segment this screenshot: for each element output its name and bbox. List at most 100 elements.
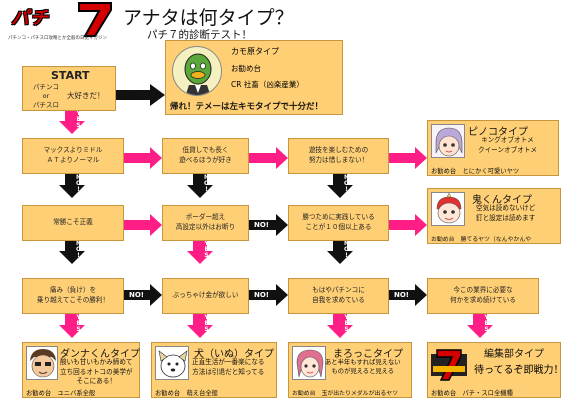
henshubu-logo (431, 348, 467, 382)
result-marokko: まろっこタイプ あと半年もすれば見えない ものが見えると見える お勧め台 玉が出… (288, 342, 412, 398)
label-bucchake-yes: YES! (203, 314, 210, 338)
seven-logo-icon (431, 349, 467, 381)
label-teikakuritsu-no: NO! (203, 174, 210, 192)
arrow-joshiki-yes (124, 214, 162, 236)
desc-line: あと半年もすれば見えない (325, 359, 401, 366)
pinoko-desc: キングオブオトメ クイーンオブオトメ (478, 136, 537, 155)
desc-line: 空気は読めないけど (476, 204, 536, 212)
kamohara-avatar (172, 46, 222, 96)
desc-line: 正直生活が一番楽になる (192, 358, 265, 366)
q-kachi: 勝つために実践していることが１０個以上ある (288, 205, 389, 241)
page-title: アナタは何タイプ？ (123, 7, 294, 29)
oni-avatar (431, 192, 465, 226)
label-joshiki-no: NO! (75, 240, 82, 258)
logo-text: パチ (11, 8, 49, 29)
oni-title: 鬼くんタイプ (472, 195, 532, 206)
label-itami-yes: YES! (75, 314, 82, 338)
dannan-face-icon (27, 347, 57, 379)
label-makkusu-no: NO! (75, 174, 82, 192)
q-line: 勝つために実践している (302, 213, 375, 222)
q-line: 遊べるほうが好き (179, 156, 232, 164)
inu-title: 犬（いぬ）タイプ (194, 349, 274, 360)
label-start-no: NO! (125, 91, 141, 99)
desc-line: そこにある！ (76, 377, 117, 386)
marokko-title: まろっこタイプ (333, 349, 403, 360)
desc-line: キングオブオトメ (481, 136, 534, 144)
desc-line: ものが見えると見える (331, 368, 395, 376)
henshubu-desc: 待ってるぞ即戦力！ (474, 365, 564, 376)
q-gyokai: 今この業界に必要な何かを求め続けている (427, 278, 539, 314)
label-mohaya-yes: YES! (343, 314, 350, 338)
dannan-avatar (26, 346, 58, 380)
desc-line: 立ち回るオトコの美学が (60, 367, 133, 376)
arrow-border-no (249, 214, 288, 236)
marokko-rec: お勧め台 玉が出たりメダルが出るヤツ (292, 391, 399, 397)
q-line: もはやパチンコに (312, 286, 365, 295)
start-line: or (42, 91, 50, 100)
arrow-mohaya-no (389, 284, 427, 306)
pinoko-title: ピノコタイプ (468, 127, 528, 138)
arrow-yugi-yes (389, 147, 427, 169)
q-joshiki: 常勝こそ正義 (22, 205, 124, 241)
arrow-bucchake-no (249, 284, 288, 306)
oni-face-icon (432, 193, 464, 225)
q-line: マックスよりミドル (43, 146, 103, 155)
label-yugi-no: NO! (343, 174, 350, 192)
label-makkusu-yes: YES! (127, 154, 149, 163)
label-kachi-yes: YES! (392, 221, 414, 230)
result-oni: 鬼くんタイプ 空気は読めないけど 釘と設定は読めます お勧め台 勝てるヤツ（なん… (427, 188, 561, 244)
result-henshubu: 編集部タイプ 待ってるぞ即戦力！ お勧め台 パチ・スロ全機種 (427, 342, 564, 398)
q-line: ことが１０個以上ある (305, 223, 372, 231)
marokko-desc: あと半年もすれば見えない ものが見えると見える (325, 358, 401, 376)
desc-line: 酸いも甘いもかみ締めて (60, 358, 133, 366)
dannan-desc: 酸いも甘いもかみ締めて 立ち回るオトコの美学が そこにある！ (60, 358, 133, 387)
oni-rec: お勧め台 勝てるヤツ（なんやかんや (431, 237, 532, 243)
marokko-face-icon (293, 347, 325, 379)
label-joshiki-yes: YES! (127, 221, 149, 230)
q-line: 低貸しでも長く (182, 146, 229, 155)
label-start-yes: YES! (75, 110, 82, 134)
page-subtitle: パチ７的診断テスト！ (147, 29, 252, 41)
q-line: ぶっちゃけ金が欲しい (172, 291, 239, 300)
label-itami-no: NO! (129, 291, 145, 299)
kamohara-line2: CR 社畜（凶楽産業） (231, 80, 304, 89)
label-gyokai-yes: YES! (483, 314, 490, 338)
result-pinoko: ピノコタイプ キングオブオトメ クイーンオブオトメ お勧め台 とにかく可愛いヤツ (427, 120, 559, 176)
arrow-teikakuritsu-yes (249, 147, 288, 169)
henshubu-title: 編集部タイプ (484, 349, 544, 360)
label-bucchake-no: NO! (254, 291, 270, 299)
pinoko-avatar (431, 124, 465, 158)
q-line: 自我を求めている (312, 296, 365, 304)
start-question: 大好きだ！ (67, 91, 105, 100)
arrow-start-no (116, 84, 165, 106)
seven-logo-icon (78, 2, 112, 37)
q-line: 痛み（負け）を (49, 286, 97, 295)
desc-line: 釘と設定は読めます (476, 213, 536, 222)
q-teikakuritsu: 低貸しでも長く遊べるほうが好き (162, 138, 249, 174)
q-line: 努力は惜しまない！ (308, 156, 369, 164)
dannan-title: ダンナくんタイプ (60, 349, 140, 360)
kamohara-line1: お勧め台 (231, 64, 261, 73)
label-border-yes: YES! (203, 240, 210, 264)
start-choices: パチンコ or パチスロ (29, 83, 63, 109)
q-line: ＡＴよりノーマル (46, 156, 100, 164)
start-line: パチンコ (33, 83, 59, 91)
q-line: 常勝こそ正義 (53, 218, 93, 227)
q-yugi: 遊技を楽しむための努力は惜しまない！ (288, 138, 389, 174)
dannan-rec: お勧め台 ユニバ系全般 (26, 390, 96, 397)
q-line: ボーダー超え (185, 213, 226, 222)
start-box: START パチンコ or パチスロ 大好きだ！ (22, 66, 116, 111)
label-mohaya-no: NO! (394, 291, 410, 299)
q-line: 今この業界に必要な (453, 286, 513, 295)
pinoko-face-icon (432, 125, 464, 157)
q-bucchake: ぶっちゃけ金が欲しい (162, 278, 249, 314)
result-dannan: ダンナくんタイプ 酸いも甘いもかみ締めて 立ち回るオトコの美学が そこにある！ … (22, 342, 140, 398)
inu-rec: お勧め台 萌え台全般 (155, 390, 218, 397)
dog-face-icon (156, 347, 188, 379)
result-inu: 犬（いぬ）タイプ 正直生活が一番楽になる 方法は引退だと知ってる お勧め台 萌え… (151, 342, 277, 398)
pinoko-rec: お勧め台 とにかく可愛いヤツ (431, 168, 520, 175)
q-itami: 痛み（負け）を乗り越えてこその勝利！ (22, 278, 124, 314)
marokko-avatar (292, 346, 326, 380)
